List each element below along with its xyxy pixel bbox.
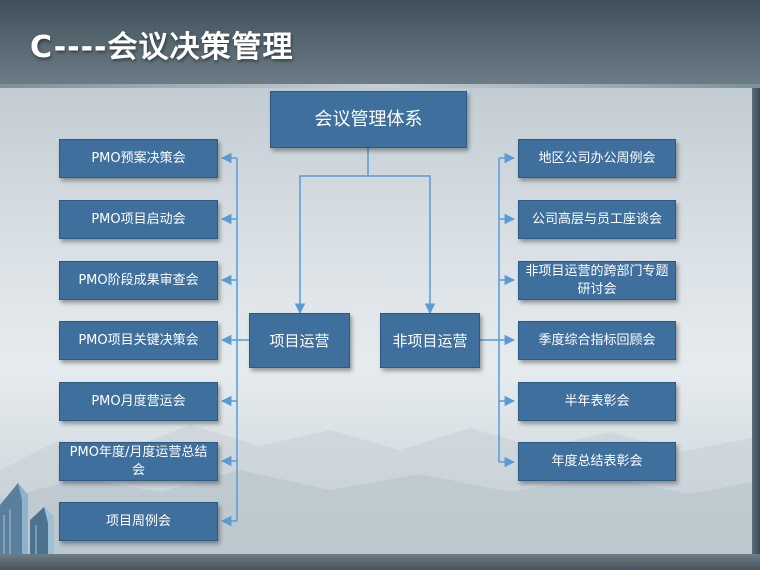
left-item-node: PMO项目关键决策会: [59, 321, 218, 360]
root-node: 会议管理体系: [270, 91, 467, 148]
connector-root-to-non-project: [368, 175, 436, 315]
right-item-node: 季度综合指标回顾会: [518, 321, 676, 360]
right-edge-bar: [752, 88, 760, 570]
left-item-node: PMO月度营运会: [59, 382, 218, 421]
left-item-node: PMO阶段成果审查会: [59, 261, 218, 300]
right-item-node: 年度总结表彰会: [518, 442, 676, 481]
slide-title: C----会议决策管理: [30, 30, 294, 65]
right-item-node: 非项目运营的跨部门专题研讨会: [518, 261, 676, 300]
connector-root-to-project: [294, 148, 369, 315]
right-item-node: 地区公司办公周例会: [518, 139, 676, 178]
header-band: [0, 0, 760, 88]
left-item-node: PMO项目启动会: [59, 200, 218, 239]
right-item-node: 公司高层与员工座谈会: [518, 200, 676, 239]
bottom-bar: [0, 554, 760, 570]
branch-node-non-project: 非项目运营: [380, 313, 480, 368]
left-item-node: 项目周例会: [59, 502, 218, 541]
branch-node-project: 项目运营: [249, 313, 350, 368]
left-item-node: PMO预案决策会: [59, 139, 218, 178]
left-item-node: PMO年度/月度运营总结会: [59, 442, 218, 481]
right-item-node: 半年表彰会: [518, 382, 676, 421]
